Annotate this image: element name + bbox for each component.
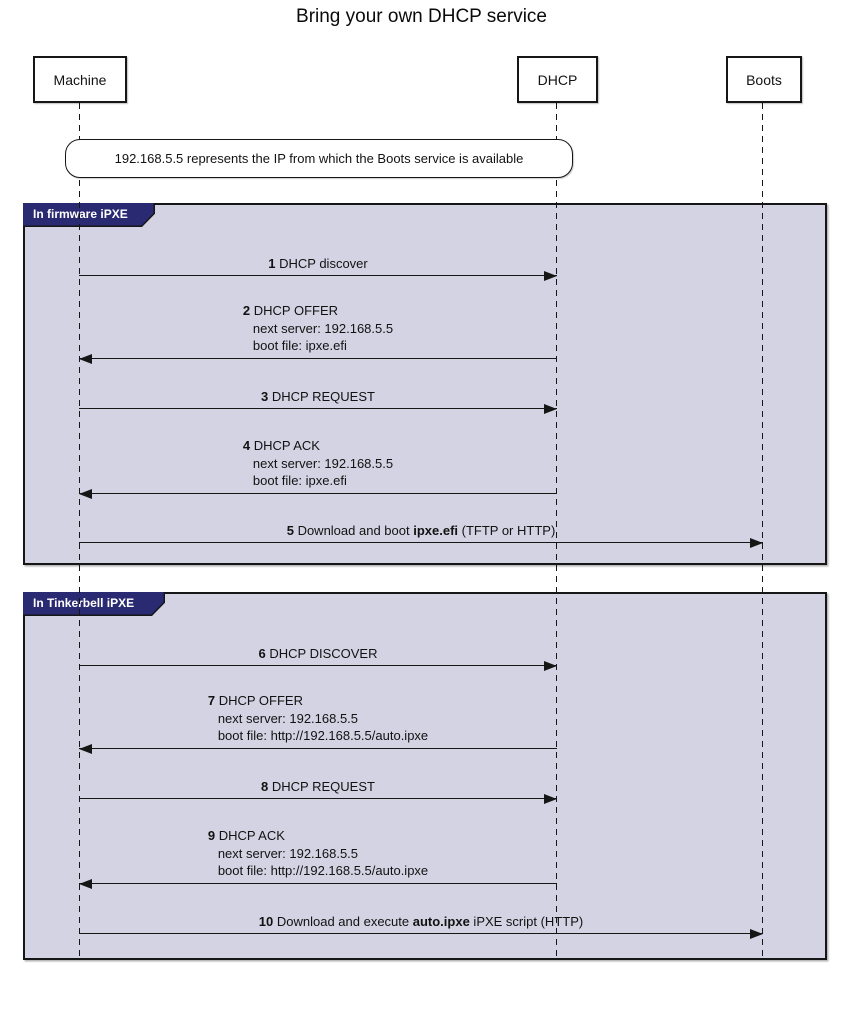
message-5-label: 5 Download and boot ipxe.efi (TFTP or HT… [286, 523, 556, 538]
group-label-firmware: In firmware iPXE [23, 203, 155, 227]
participant-label-boots: Boots [746, 71, 782, 88]
message-4-label: 4 DHCP ACK next server: 192.168.5.5 boot… [242, 438, 394, 488]
lifeline-boots [762, 103, 763, 960]
arrowhead-right-icon [750, 929, 763, 939]
participant-label-dhcp: DHCP [537, 71, 578, 88]
arrowhead-left-icon [79, 744, 92, 754]
message-2-arrow [79, 354, 557, 364]
message-4-arrow [79, 489, 557, 499]
message-7-arrow [79, 744, 557, 754]
arrowhead-right-icon [544, 794, 557, 804]
message-2-label: 2 DHCP OFFER next server: 192.168.5.5 bo… [242, 303, 394, 353]
lifeline-machine [79, 103, 80, 960]
arrowhead-right-icon [750, 538, 763, 548]
diagram-title: Bring your own DHCP service [296, 6, 547, 27]
participant-label-machine: Machine [53, 71, 107, 88]
message-3-arrow [79, 404, 557, 414]
note-text: 192.168.5.5 represents the IP from which… [114, 151, 524, 166]
message-10-arrow [79, 929, 763, 939]
arrowhead-right-icon [544, 404, 557, 414]
message-8-arrow [79, 794, 557, 804]
group-firmware-ipxe: In firmware iPXE [23, 203, 827, 565]
message-9-label: 9 DHCP ACK next server: 192.168.5.5 boot… [207, 828, 429, 878]
message-10-label: 10 Download and execute auto.ipxe iPXE s… [258, 914, 584, 929]
message-3-label: 3 DHCP REQUEST [261, 389, 375, 404]
participant-box-boots: Boots [726, 56, 802, 103]
arrowhead-right-icon [544, 661, 557, 671]
message-9-arrow [79, 879, 557, 889]
arrowhead-left-icon [79, 879, 92, 889]
note-boots-ip: 192.168.5.5 represents the IP from which… [65, 139, 573, 178]
arrowhead-right-icon [544, 271, 557, 281]
lifeline-dhcp [556, 103, 557, 960]
participant-box-machine: Machine [33, 56, 127, 103]
message-7-label: 7 DHCP OFFER next server: 192.168.5.5 bo… [207, 693, 429, 743]
participant-box-dhcp: DHCP [517, 56, 598, 103]
message-8-label: 8 DHCP REQUEST [261, 779, 375, 794]
group-label-tinkerbell: In Tinkerbell iPXE [23, 592, 165, 616]
message-5-arrow [79, 538, 763, 548]
arrowhead-left-icon [79, 354, 92, 364]
message-6-label: 6 DHCP DISCOVER [258, 646, 378, 661]
arrowhead-left-icon [79, 489, 92, 499]
message-1-arrow [79, 271, 557, 281]
group-tinkerbell-ipxe: In Tinkerbell iPXE [23, 592, 827, 960]
message-6-arrow [79, 661, 557, 671]
message-1-label: 1 DHCP discover [268, 256, 368, 271]
